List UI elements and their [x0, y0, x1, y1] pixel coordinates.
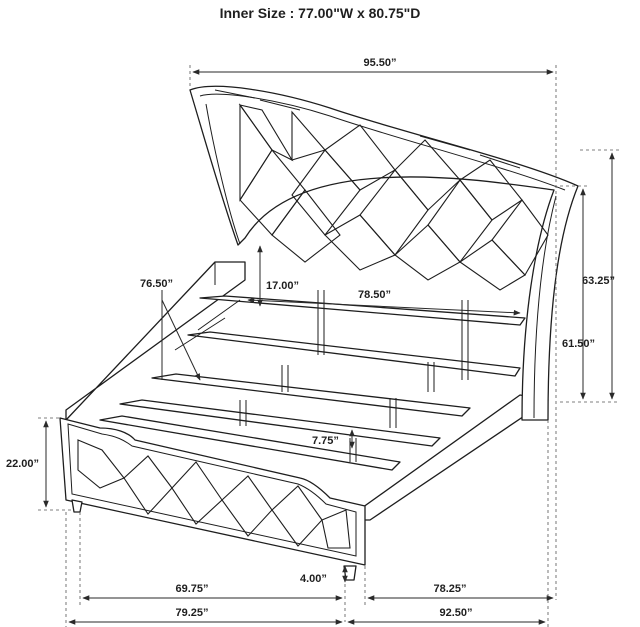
- dim-overall-length: 92.50”: [439, 607, 472, 619]
- dim-footboard-length: 69.75”: [175, 583, 208, 595]
- headboard: [189, 85, 579, 421]
- dim-rail-length: 76.50”: [140, 278, 173, 290]
- headboard-tufting: [238, 103, 549, 291]
- dim-leg-height: 4.00”: [300, 573, 327, 585]
- dim-headboard-clearance: 17.00”: [266, 280, 299, 292]
- dim-slat-height: 7.75”: [312, 435, 339, 447]
- dim-headboard-height: 63.25”: [582, 275, 615, 287]
- dim-side-length: 78.25”: [433, 583, 466, 595]
- dim-side-height: 61.50”: [562, 338, 595, 350]
- footboard: [59, 417, 366, 581]
- dim-footboard-height: 22.00”: [6, 458, 39, 470]
- dim-headboard-inner-width: 78.50”: [358, 289, 391, 301]
- dim-overall-width: 79.25”: [175, 607, 208, 619]
- dimension-lines: 95.50” 63.25” 61.50” 78.50” 17.00” 76.50…: [6, 57, 620, 627]
- dim-top-width: 95.50”: [363, 57, 396, 69]
- side-rails: [65, 261, 549, 521]
- bed-illustration: [59, 85, 579, 581]
- footboard-tufting: [77, 439, 351, 549]
- inner-size-title: Inner Size : 77.00"W x 80.75"D: [220, 5, 421, 21]
